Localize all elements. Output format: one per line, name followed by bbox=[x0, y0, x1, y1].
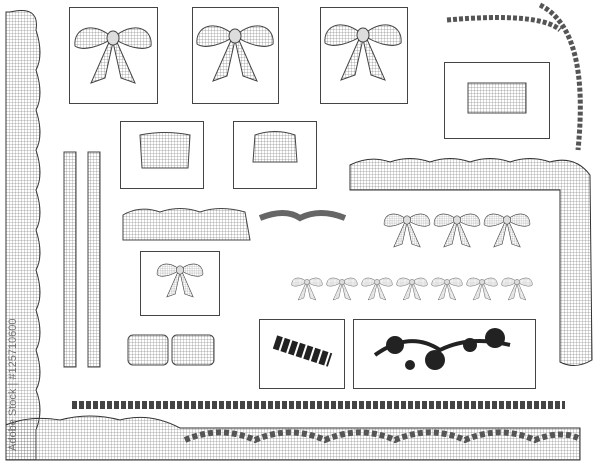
bow-frame-1 bbox=[69, 7, 158, 104]
bow-row-small bbox=[291, 277, 533, 301]
bow-icon-large-1 bbox=[74, 27, 152, 84]
curtain-1 bbox=[139, 132, 191, 169]
scalloped-border-piece bbox=[122, 208, 347, 241]
bottom-ruffle-border bbox=[5, 415, 581, 461]
bow-icon-large-2 bbox=[196, 25, 274, 82]
vertical-lace-strips bbox=[63, 151, 101, 368]
bow-cushions bbox=[127, 334, 215, 366]
floral-frame bbox=[353, 319, 536, 389]
bow-frame-2 bbox=[192, 7, 279, 104]
bow-row-medium bbox=[383, 213, 531, 248]
ruffle-sample bbox=[467, 82, 527, 114]
watermark: Adobe Stock | #125710600 bbox=[7, 318, 19, 451]
top-right-ruffle bbox=[349, 158, 593, 366]
bow-icon-small bbox=[156, 263, 204, 298]
bow-frame-3 bbox=[320, 7, 408, 104]
rope-sample bbox=[272, 335, 333, 367]
floral-sample bbox=[373, 328, 511, 370]
left-ruffle-border bbox=[5, 10, 41, 461]
bow-icon-large-3 bbox=[324, 24, 402, 81]
bow-frame-small bbox=[140, 251, 220, 316]
curtain-2 bbox=[252, 131, 298, 163]
corner-rope bbox=[446, 2, 583, 151]
